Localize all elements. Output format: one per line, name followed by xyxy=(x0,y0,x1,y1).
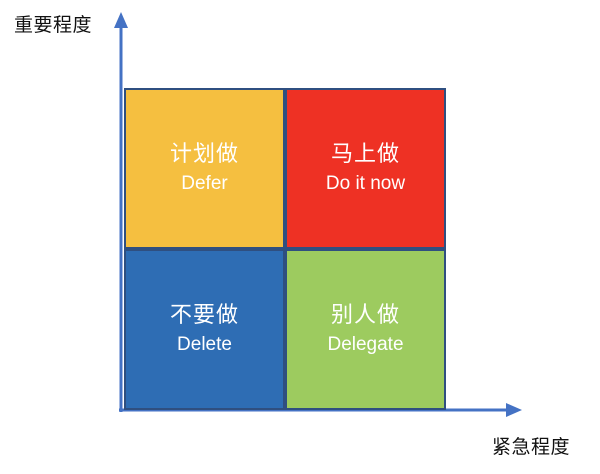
quadrant-delete: 不要做 Delete xyxy=(124,249,285,410)
quadrant-delete-en-label: Delete xyxy=(177,333,232,355)
quadrant-delete-zh-label: 不要做 xyxy=(169,302,239,328)
quadrant-delegate: 别人做 Delegate xyxy=(285,249,446,410)
quadrant-delegate-zh-label: 别人做 xyxy=(330,302,400,328)
quadrant-do-it-now-zh-label: 马上做 xyxy=(330,141,400,167)
y-axis-arrow xyxy=(114,12,128,28)
quadrant-delegate-en-label: Delegate xyxy=(327,333,404,355)
quadrant-do-it-now-en-label: Do it now xyxy=(325,172,406,194)
quadrant-defer: 计划做 Defer xyxy=(124,88,285,249)
quadrant-defer-en-label: Defer xyxy=(181,172,228,194)
x-axis-arrow xyxy=(506,403,522,417)
y-axis-label: 重要程度 xyxy=(14,14,93,36)
quadrant-do-it-now: 马上做 Do it now xyxy=(285,88,446,249)
quadrant-defer-zh-label: 计划做 xyxy=(169,141,239,167)
x-axis-label: 紧急程度 xyxy=(492,436,571,458)
